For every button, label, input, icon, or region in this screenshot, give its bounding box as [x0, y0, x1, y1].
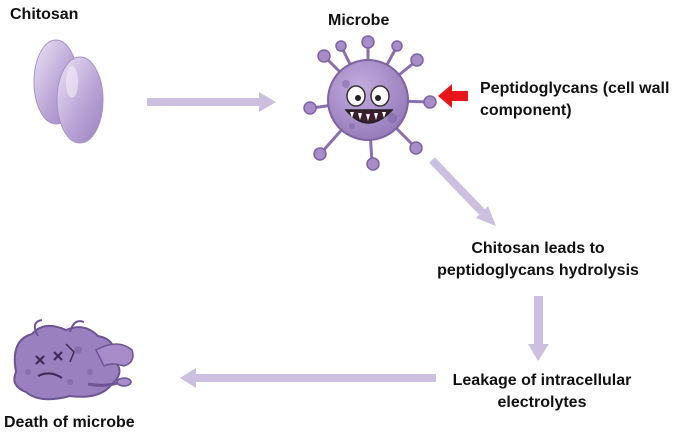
dead-microbe-icon [13, 319, 134, 401]
death-of-microbe-label: Death of microbe [4, 414, 135, 431]
arrow-chitosan-to-microbe [147, 92, 276, 112]
microbe-label: Microbe [328, 12, 390, 29]
chitosan-capsules-icon [33, 39, 104, 144]
virus-microbe-icon [303, 35, 437, 171]
leakage-step-line2: electrolytes [497, 394, 587, 411]
arrow-leakage-to-death [180, 368, 436, 388]
hydrolysis-step-label: Chitosan leads to peptidoglycans hydroly… [408, 238, 668, 282]
red-arrow-icon [438, 84, 468, 108]
leakage-step-line1: Leakage of intracellular [452, 372, 632, 389]
peptidoglycans-label: Peptidoglycans (cell wall component) [480, 78, 669, 122]
chitosan-label: Chitosan [10, 6, 79, 23]
hydrolysis-step-line1: Chitosan leads to [471, 240, 605, 257]
arrow-hydrolysis-to-leakage [528, 296, 549, 361]
arrow-microbe-to-hydrolysis [429, 157, 496, 226]
peptidoglycans-label-line1: Peptidoglycans (cell wall [480, 80, 670, 97]
peptidoglycans-label-line2: component) [480, 102, 572, 119]
leakage-step-label: Leakage of intracellular electrolytes [432, 370, 652, 414]
hydrolysis-step-line2: peptidoglycans hydrolysis [437, 262, 639, 279]
